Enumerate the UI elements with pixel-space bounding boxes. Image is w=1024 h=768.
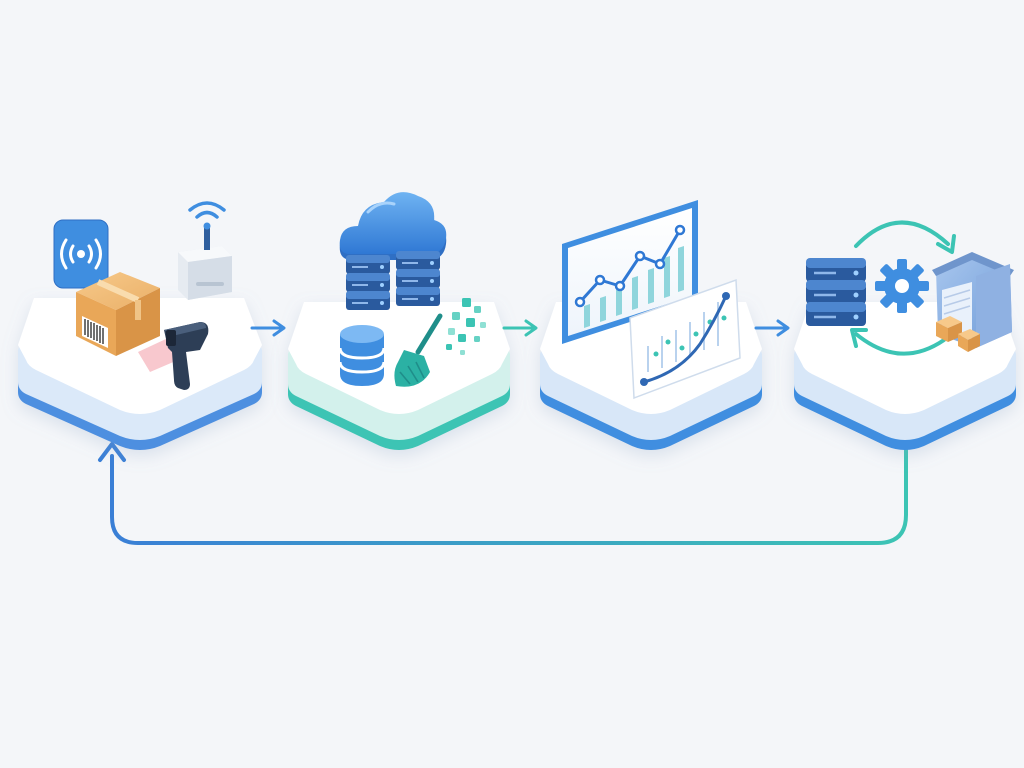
server-rack-icon [806,258,866,326]
rfid-signal-icon [53,219,109,289]
cloud-icon [339,192,447,260]
trend-chart-icon [629,278,741,400]
line-bar-chart-icon [574,224,686,328]
arrow-connector-1 [250,319,286,337]
feedback-loop-connector [98,442,908,545]
arrow-connector-2 [502,319,538,337]
iot-gateway-icon [178,228,232,300]
data-pixels-icon [446,298,486,355]
broom-icon [394,313,443,387]
package-box-icon [76,272,160,356]
server-rack-icon [346,251,440,310]
database-icon [338,325,386,386]
cycle-arrows-icon [850,220,956,356]
wifi-icon [188,201,226,230]
arrow-connector-3 [754,319,790,337]
boxes-icon [936,316,980,352]
barcode-icon [82,316,108,348]
barcode-scanner-icon [138,322,209,390]
gear-icon [875,259,929,313]
